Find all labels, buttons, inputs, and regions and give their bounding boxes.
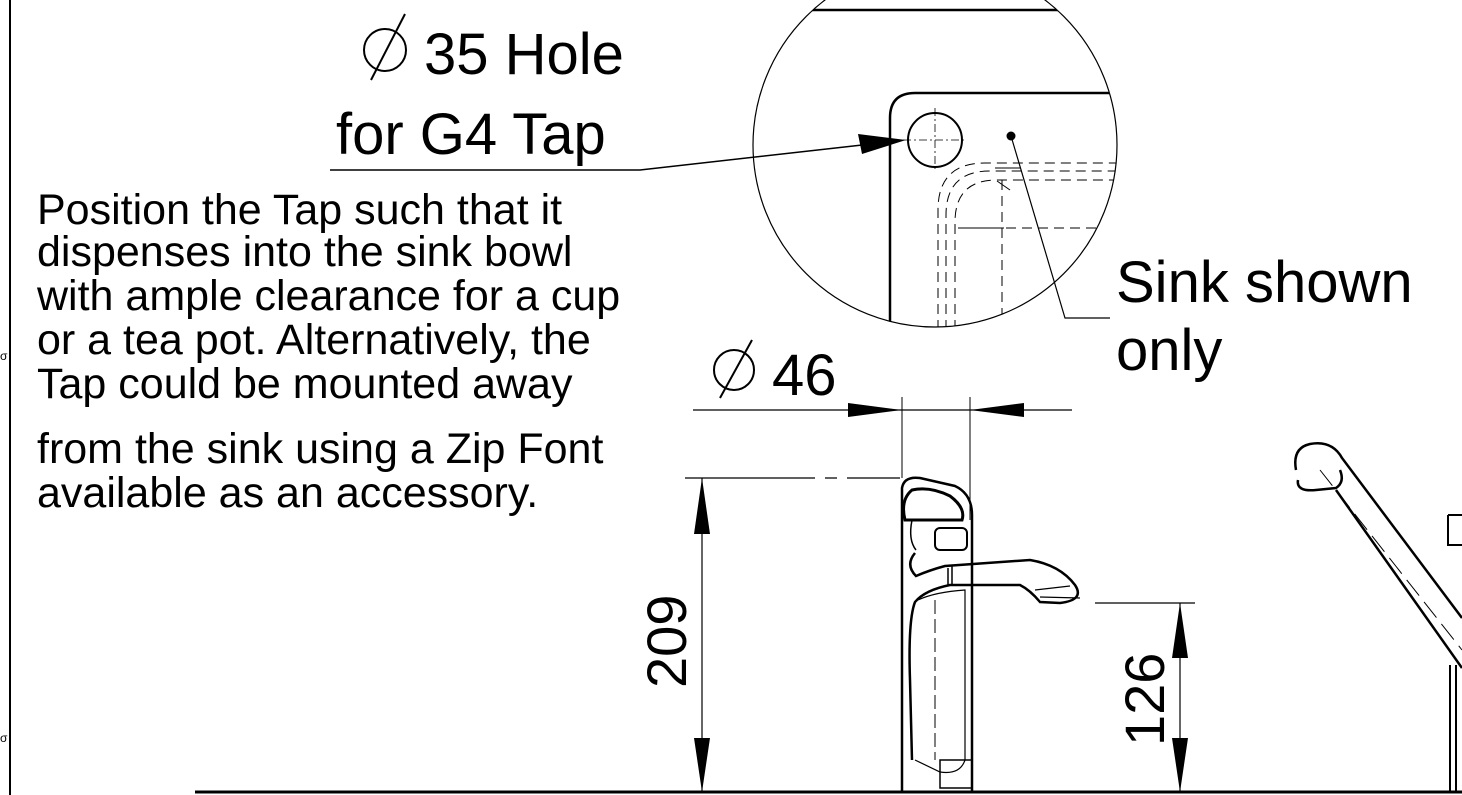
dimension-209-label: 209 — [635, 595, 698, 688]
edge-mark: σ — [0, 349, 8, 363]
instruction-line-5: Tap could be mounted away — [37, 360, 573, 408]
hole-title-line2: for G4 Tap — [336, 102, 606, 167]
diameter-symbol-icon — [363, 13, 407, 81]
instruction-line-1: Position the Tap such that it — [37, 186, 562, 234]
dimension-46-label: 46 — [772, 343, 837, 408]
dimension-46: 46 — [693, 339, 1072, 520]
dimension-209: 209 — [635, 477, 900, 792]
dimension-126: 126 — [1095, 602, 1195, 792]
sink-outline — [888, 91, 1117, 327]
diameter-symbol-icon — [713, 339, 755, 399]
dimension-126-label: 126 — [1113, 653, 1176, 746]
instruction-line-4: or a tea pot. Alternatively, the — [37, 316, 591, 364]
leader-arrowhead — [858, 134, 906, 154]
hole-title-line1: 35 Hole — [424, 22, 624, 87]
instruction-line-3: with ample clearance for a cup — [36, 272, 620, 320]
instruction-line-2: dispenses into the sink bowl — [37, 228, 572, 276]
instruction-line-6: from the sink using a Zip Font — [37, 425, 603, 473]
edge-mark: σ — [0, 731, 8, 745]
instruction-line-7: available as an accessory. — [37, 469, 538, 517]
hole-callout: 35 Hole for G4 Tap — [330, 13, 906, 171]
instruction-block: Position the Tap such that it dispenses … — [36, 186, 620, 517]
sink-detail-view — [752, 0, 1118, 328]
sink-note-line2: only — [1116, 318, 1222, 383]
tap-hole-icon — [903, 108, 967, 172]
g4-tap-drawing — [900, 476, 1081, 792]
kitchen-mixer-tap-drawing — [1294, 442, 1462, 792]
detail-circle — [752, 0, 1118, 328]
sink-note-line1: Sink shown — [1116, 250, 1413, 315]
